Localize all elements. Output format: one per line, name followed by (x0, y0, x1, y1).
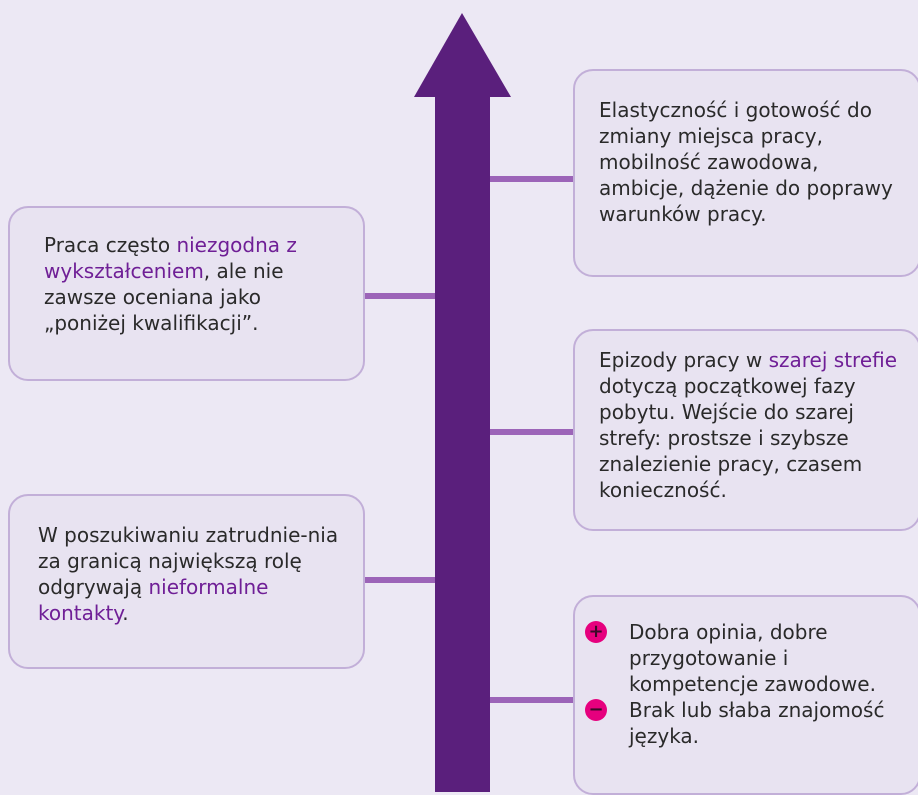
text-segment: Praca często (44, 233, 177, 257)
info-box-informal-contacts: W poszukiwaniu zatrudnie-nia za granicą … (8, 494, 365, 669)
minus-icon: − (585, 699, 607, 721)
con-item: − Brak lub słaba znajomość języka. (585, 697, 913, 749)
highlight-text: szarej strefie (768, 348, 898, 372)
highlight-text: niezgodna z wykształceniem (44, 233, 297, 283)
text-segment: Epizody pracy w (599, 348, 769, 372)
pro-item: + Dobra opinia, dobre przygotowanie i ko… (585, 619, 913, 697)
info-box-grey-zone: Epizody pracy w szarej strefie dotyczą p… (573, 329, 918, 531)
plus-icon: + (585, 621, 607, 643)
text-segment: , ale nie zawsze oceniana jako „poniżej … (44, 259, 284, 335)
text-segment: . (122, 601, 129, 625)
box-text: W poszukiwaniu zatrudnie-nia za granicą … (38, 522, 339, 626)
pro-text: Dobra opinia, dobre przygotowanie i komp… (629, 620, 876, 696)
info-box-pros-cons: + Dobra opinia, dobre przygotowanie i ko… (573, 595, 918, 795)
box-text: Elastyczność i gotowość do zmiany miejsc… (599, 98, 893, 226)
text-segment: dotyczą początkowej fazy pobytu. Wejście… (599, 374, 863, 502)
text-segment: W poszukiwaniu zatrudnie-nia za granicą … (38, 523, 339, 599)
box-text: Epizody pracy w szarej strefie dotyczą p… (599, 347, 909, 503)
arrow-head (414, 13, 511, 97)
info-box-qualifications: Praca często niezgodna z wykształceniem,… (8, 206, 365, 381)
arrow-shaft (435, 95, 490, 792)
highlight-text: nieformalne kontakty (38, 575, 269, 625)
box-text: Praca często niezgodna z wykształceniem,… (44, 232, 333, 336)
con-text: Brak lub słaba znajomość języka. (629, 698, 885, 748)
info-box-flexibility: Elastyczność i gotowość do zmiany miejsc… (573, 69, 918, 277)
